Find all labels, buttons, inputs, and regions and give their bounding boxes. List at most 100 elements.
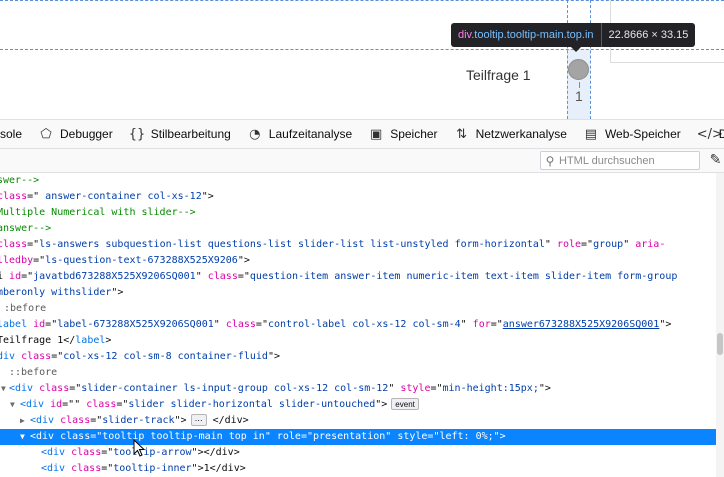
markup-token: "> xyxy=(174,415,187,426)
markup-token: " xyxy=(264,431,277,442)
markup-token: ls-answers subquestion-list questions-li… xyxy=(39,239,545,250)
markup-line[interactable]: mberonly withslider"> xyxy=(0,285,716,301)
markup-token: class xyxy=(207,271,238,282)
markup-token: control-label col-xs-12 col-sm-4 xyxy=(267,319,461,330)
markup-token: =" xyxy=(490,319,503,330)
markup-token: div xyxy=(0,351,16,362)
markup-token: "> xyxy=(267,351,280,362)
markup-line[interactable]: lledby="ls-question-text-673288X525X9206… xyxy=(0,253,716,269)
markup-line[interactable]: Multiple Numerical with slider--> xyxy=(0,205,716,221)
markup-token: </div> xyxy=(206,415,249,426)
markup-token: =" xyxy=(27,191,40,202)
tab-label: Laufzeitanalyse xyxy=(268,127,353,141)
highlight-guide-left xyxy=(567,0,568,119)
markup-line[interactable]: class="ls-answers subquestion-list quest… xyxy=(0,237,716,253)
tab-label: DO xyxy=(719,127,724,141)
event-badge[interactable]: event xyxy=(391,398,419,410)
eyedropper-icon[interactable]: ✎ xyxy=(709,152,722,168)
tab-debugger[interactable]: ⬠Debugger xyxy=(30,120,121,148)
expand-open-icon[interactable]: ▼ xyxy=(10,400,15,409)
markup-line[interactable]: ::before xyxy=(0,365,716,381)
markup-token: mberonly withslider xyxy=(0,287,112,298)
style-editor-icon: {} xyxy=(128,126,146,142)
markup-line[interactable]: :before xyxy=(0,301,716,317)
markup-line[interactable]: ▶<div class="slider-track">⋯ </div> xyxy=(0,413,716,429)
tab-console[interactable]: sole xyxy=(0,120,30,148)
markup-line[interactable]: class=" answer-container col-xs-12"> xyxy=(0,189,716,205)
markup-line[interactable]: <div class="tooltip-inner">1</div> xyxy=(0,461,716,477)
markup-token: class xyxy=(71,447,102,458)
markup-token: "> xyxy=(111,287,124,298)
markup-line-content: swer--> xyxy=(0,173,39,189)
markup-line-content: <div class="slider-container ls-input-gr… xyxy=(9,381,551,397)
markup-line-content: div class="col-xs-12 col-sm-8 container-… xyxy=(0,349,280,365)
markup-token: answer--> xyxy=(0,223,52,234)
markup-token: group xyxy=(593,239,624,250)
markup-token: =" xyxy=(237,271,250,282)
markup-token: class xyxy=(60,431,91,442)
storage-icon: ▤ xyxy=(584,126,598,142)
tab-storage[interactable]: ▤ Web-Speicher xyxy=(575,120,689,148)
markup-token: role xyxy=(556,239,582,250)
markup-token: " xyxy=(544,239,557,250)
search-icon: ⚲ xyxy=(545,153,555,168)
markup-token: :before xyxy=(4,303,47,314)
markup-line[interactable]: <div class="tooltip-arrow"></div> xyxy=(0,445,716,461)
markup-token: =" xyxy=(101,447,114,458)
markup-token: =" xyxy=(90,415,103,426)
markup-scrollbar[interactable] xyxy=(716,173,724,477)
tab-dom[interactable]: </>DO xyxy=(689,120,724,148)
markup-token: answer673288X525X9206SQ001 xyxy=(502,319,660,330)
tab-label: Stilbearbeitung xyxy=(150,127,231,141)
markup-line[interactable]: answer--> xyxy=(0,221,716,237)
markup-token: =" xyxy=(300,431,314,442)
markup-line[interactable]: ▼<div class="slider-container ls-input-g… xyxy=(0,381,716,397)
markup-token: ::before xyxy=(9,367,58,378)
markup-token: id xyxy=(33,319,46,330)
slider-handle[interactable] xyxy=(568,59,589,80)
markup-line-selected[interactable]: ▼ <div class="tooltip tooltip-main top in… xyxy=(0,429,716,445)
markup-token: =" xyxy=(255,319,268,330)
markup-token: =" xyxy=(51,351,64,362)
markup-token: id xyxy=(9,271,22,282)
expand-open-icon[interactable]: ▼ xyxy=(20,432,25,441)
tab-style-editor[interactable]: {} Stilbearbeitung xyxy=(121,120,239,148)
tab-memory[interactable]: ▣ Speicher xyxy=(360,120,445,148)
markup-line-content: lledby="ls-question-text-673288X525X9206… xyxy=(0,253,250,269)
memory-icon: ▣ xyxy=(370,126,383,142)
markup-line[interactable]: Teilfrage 1</label> xyxy=(0,333,716,349)
markup-token: <div xyxy=(9,383,40,394)
slider-tick xyxy=(579,82,580,88)
scrollbar-thumb[interactable] xyxy=(717,333,723,355)
node-infobar-tooltip: div.tooltip.tooltip-main.top.in 22.8666 … xyxy=(451,23,696,52)
devtools-toolbox-tabs: sole ⬠Debugger {} Stilbearbeitung ◔Laufze… xyxy=(0,119,724,149)
markup-token: <div xyxy=(30,415,61,426)
expand-closed-icon[interactable]: ▶ xyxy=(20,416,25,425)
markup-token: "> xyxy=(659,319,672,330)
tab-label: Speicher xyxy=(390,127,438,141)
markup-token: > xyxy=(105,335,112,346)
markup-line-content: mberonly withslider"> xyxy=(0,285,123,301)
markup-token: role xyxy=(276,431,301,442)
slider-value-label: 1 xyxy=(575,88,583,104)
infobar-classes: .tooltip.tooltip-main.top.in xyxy=(471,29,594,41)
markup-line[interactable]: swer--> xyxy=(0,173,716,189)
markup-line[interactable]: div class="col-xs-12 col-sm-8 container-… xyxy=(0,349,716,365)
markup-token: class xyxy=(71,463,102,474)
markup-token: presentation xyxy=(313,431,386,442)
markup-line[interactable]: i id="javatbd673288X525X9206SQ001" class… xyxy=(0,269,716,285)
markup-token: i xyxy=(0,271,4,282)
html-search-input[interactable]: ⚲ HTML durchsuchen xyxy=(540,151,700,170)
tab-network[interactable]: ⇅Netzwerkanalyse xyxy=(446,120,575,148)
markup-token: <div xyxy=(30,431,61,442)
search-placeholder: HTML durchsuchen xyxy=(559,154,655,167)
network-icon: ⇅ xyxy=(456,126,468,142)
markup-line[interactable]: ▼<div id="" class="slider slider-horizon… xyxy=(0,397,716,413)
tab-label: Web-Speicher xyxy=(604,127,681,141)
markup-line[interactable]: label id="label-673288X525X9206SQ001" cl… xyxy=(0,317,716,333)
collapsed-children-badge[interactable]: ⋯ xyxy=(190,414,207,426)
expand-open-icon[interactable]: ▼ xyxy=(1,384,6,393)
markup-token: =" xyxy=(90,431,103,442)
tab-performance[interactable]: ◔Laufzeitanalyse xyxy=(239,120,360,148)
markup-line-content: <div class="tooltip tooltip-main top in"… xyxy=(30,429,506,445)
